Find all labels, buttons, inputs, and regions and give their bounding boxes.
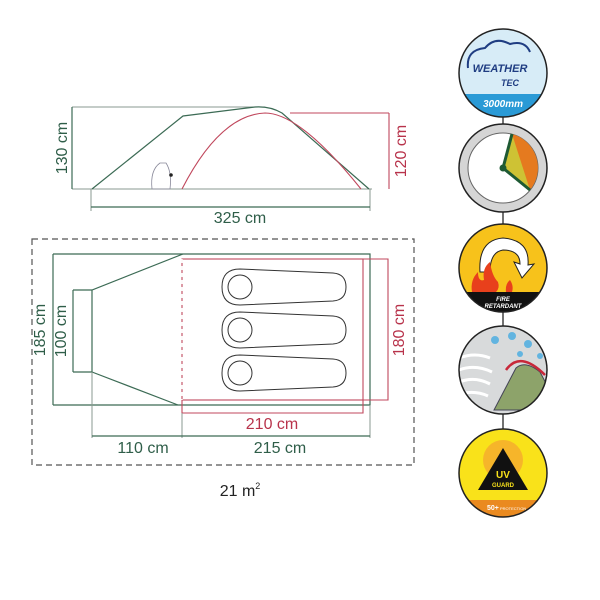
label-width-outer: 185 cm bbox=[32, 304, 49, 356]
label-area: 21 m2 bbox=[220, 481, 261, 500]
label-length: 325 cm bbox=[214, 210, 266, 227]
dim-line-width-inner bbox=[363, 258, 389, 401]
inner-tent-outline bbox=[181, 258, 364, 401]
label-width-inner: 180 cm bbox=[391, 304, 408, 356]
label-height-inner: 120 cm bbox=[393, 125, 410, 177]
fire-retardant-icon: FIRE RETARDANT bbox=[458, 223, 548, 313]
dim-line-length-inner bbox=[181, 400, 364, 414]
svg-text:RETARDANT: RETARDANT bbox=[485, 304, 523, 310]
pillow bbox=[227, 274, 253, 300]
svg-text:UV: UV bbox=[496, 470, 510, 481]
weathertec-icon: WEATHER TEC 3000mm bbox=[458, 28, 548, 118]
pillow bbox=[227, 317, 253, 343]
inner-tent-profile bbox=[181, 112, 362, 190]
svg-text:PROTECTION: PROTECTION bbox=[500, 506, 526, 511]
floor-plan: 185 cm 100 cm 180 cm 210 cm 110 cm 215 c… bbox=[31, 238, 415, 500]
sleeping-bags bbox=[221, 268, 347, 392]
label-length-inner: 210 cm bbox=[246, 416, 298, 433]
label-length-bedroom: 215 cm bbox=[254, 440, 306, 457]
svg-text:3000mm: 3000mm bbox=[483, 99, 523, 110]
label-length-vestibule: 110 cm bbox=[117, 440, 168, 457]
wind-rain-protection-icon bbox=[458, 325, 548, 415]
side-view: 130 cm 120 cm 325 cm bbox=[54, 106, 410, 227]
svg-text:WEATHER: WEATHER bbox=[473, 63, 528, 75]
outer-tent-profile bbox=[91, 106, 370, 190]
sleeping-bag bbox=[221, 311, 347, 349]
outer-tent-outline bbox=[53, 253, 371, 406]
label-width-vestibule: 100 cm bbox=[53, 305, 70, 357]
sleeping-bag bbox=[221, 354, 347, 392]
label-height-outer: 130 cm bbox=[54, 122, 71, 174]
svg-text:TEC: TEC bbox=[501, 78, 520, 88]
feature-icons: WEATHER TEC 3000mm FIRE RETARDANT bbox=[458, 28, 548, 518]
sleeping-bag bbox=[221, 268, 347, 306]
pillow bbox=[227, 360, 253, 386]
svg-text:GUARD: GUARD bbox=[492, 483, 515, 489]
svg-text:FIRE: FIRE bbox=[496, 297, 511, 303]
door-icon bbox=[151, 162, 173, 190]
uv-guard-icon: UV GUARD 50+ PROTECTION bbox=[458, 428, 548, 518]
footprint-dashed-outline bbox=[31, 238, 415, 466]
quick-pitch-clock-icon bbox=[458, 123, 548, 213]
vestibule-outline bbox=[73, 253, 184, 406]
svg-text:50+: 50+ bbox=[487, 505, 499, 512]
